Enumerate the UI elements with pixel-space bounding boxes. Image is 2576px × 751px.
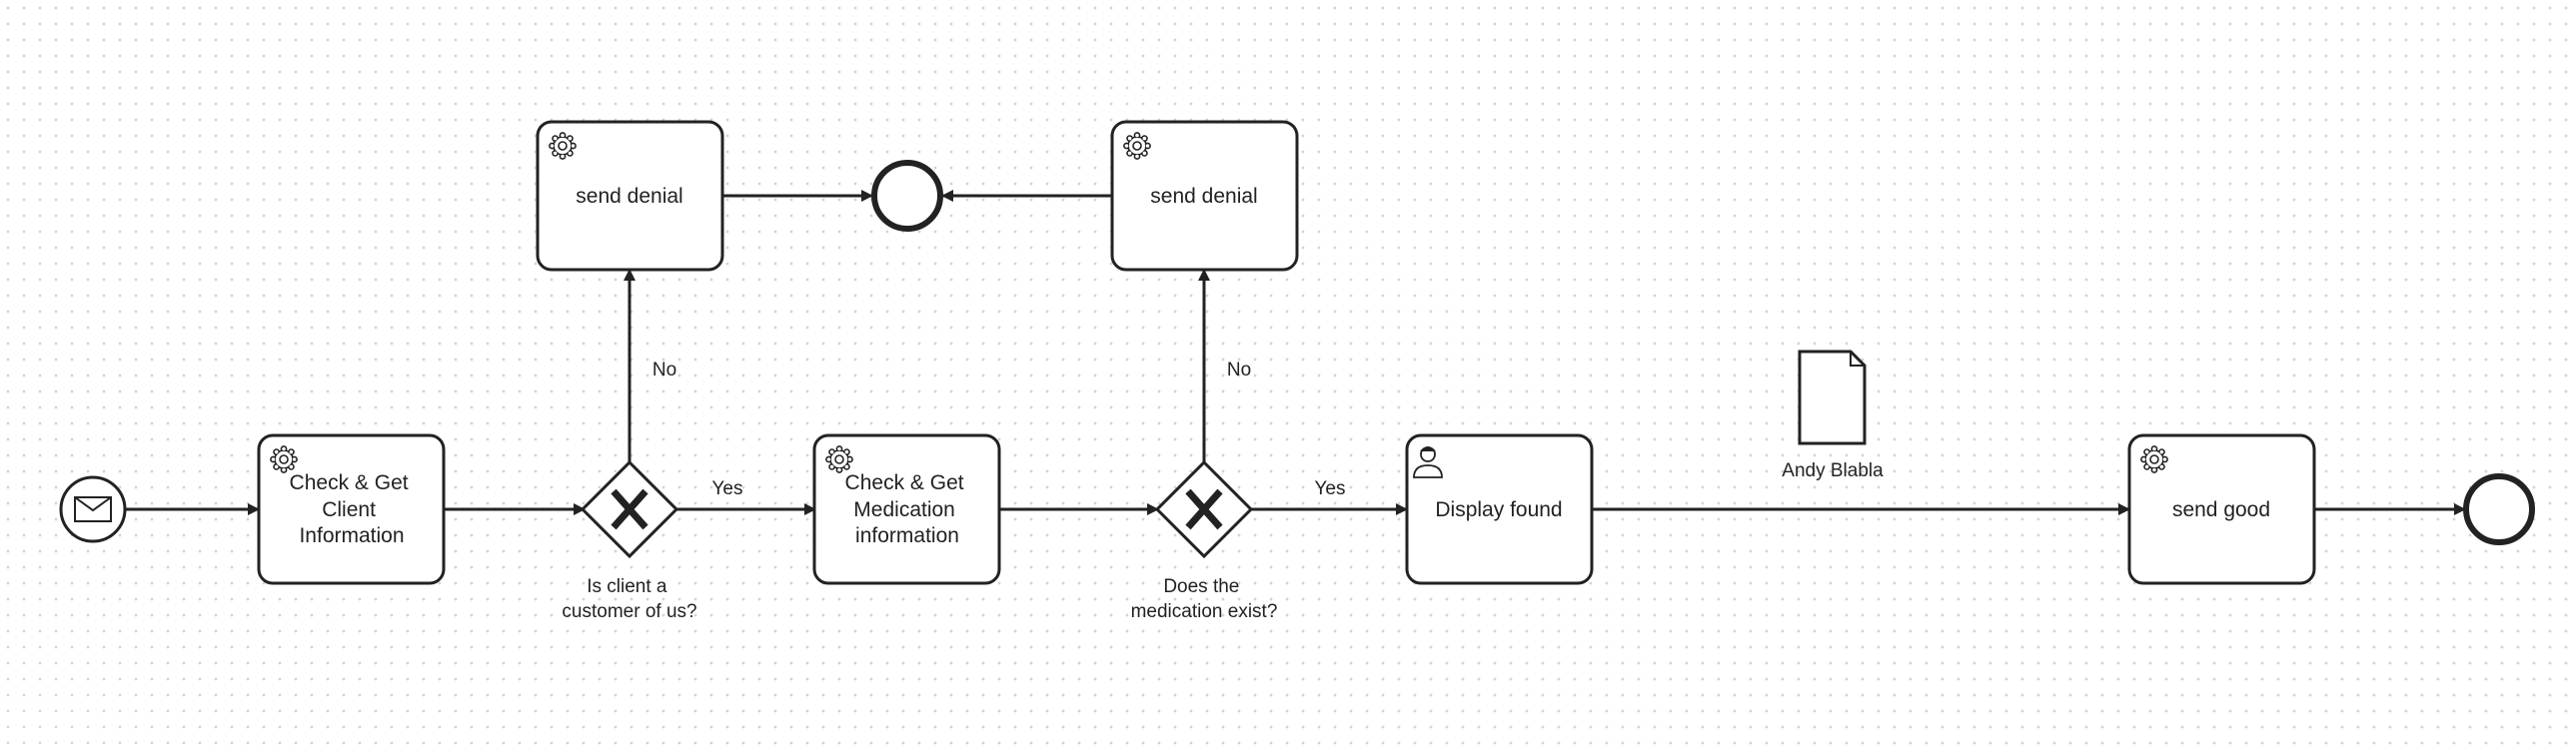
task-send-denial-1[interactable]: send denial — [536, 120, 724, 272]
flow-label-medication-no: No — [1227, 360, 1251, 380]
flow-label-client-yes: Yes — [712, 478, 743, 499]
task-label: Display found — [1435, 498, 1562, 521]
gateway-client-check[interactable] — [580, 459, 679, 559]
task-label: Check & Get Client Information — [290, 471, 415, 547]
gear-icon — [270, 445, 298, 473]
gear-icon — [1123, 132, 1151, 160]
data-object[interactable] — [1798, 350, 1867, 445]
start-message-event[interactable] — [59, 475, 127, 543]
task-display-found[interactable]: Display found — [1405, 433, 1594, 585]
flow-label-medication-yes: Yes — [1315, 478, 1346, 499]
gateway-client-label: Is client a customer of us? — [562, 576, 696, 622]
gateway-medication-check[interactable] — [1154, 459, 1254, 559]
task-check-client[interactable]: Check & Get Client Information — [257, 433, 446, 585]
data-object-label: Andy Blabla — [1782, 460, 1884, 481]
end-event-final[interactable] — [2463, 473, 2535, 545]
task-send-good[interactable]: send good — [2127, 433, 2316, 585]
end-event-denial[interactable] — [871, 160, 943, 232]
task-label: send denial — [1150, 185, 1257, 208]
flow-label-client-no: No — [652, 360, 676, 380]
user-icon — [1413, 446, 1443, 478]
task-label: send denial — [576, 185, 682, 208]
task-send-denial-2[interactable]: send denial — [1110, 120, 1299, 272]
gear-icon — [2140, 445, 2168, 473]
sequence-flows — [125, 190, 2466, 515]
gateway-medication-label: Does the medication exist? — [1131, 576, 1278, 622]
exclusive-x-icon — [1185, 488, 1223, 530]
task-label: Check & Get Medication information — [845, 471, 970, 547]
envelope-icon — [74, 496, 112, 522]
exclusive-x-icon — [611, 488, 648, 530]
gear-icon — [549, 132, 577, 160]
gear-icon — [825, 445, 853, 473]
task-check-medication[interactable]: Check & Get Medication information — [812, 433, 1001, 585]
task-label: send good — [2172, 498, 2270, 521]
